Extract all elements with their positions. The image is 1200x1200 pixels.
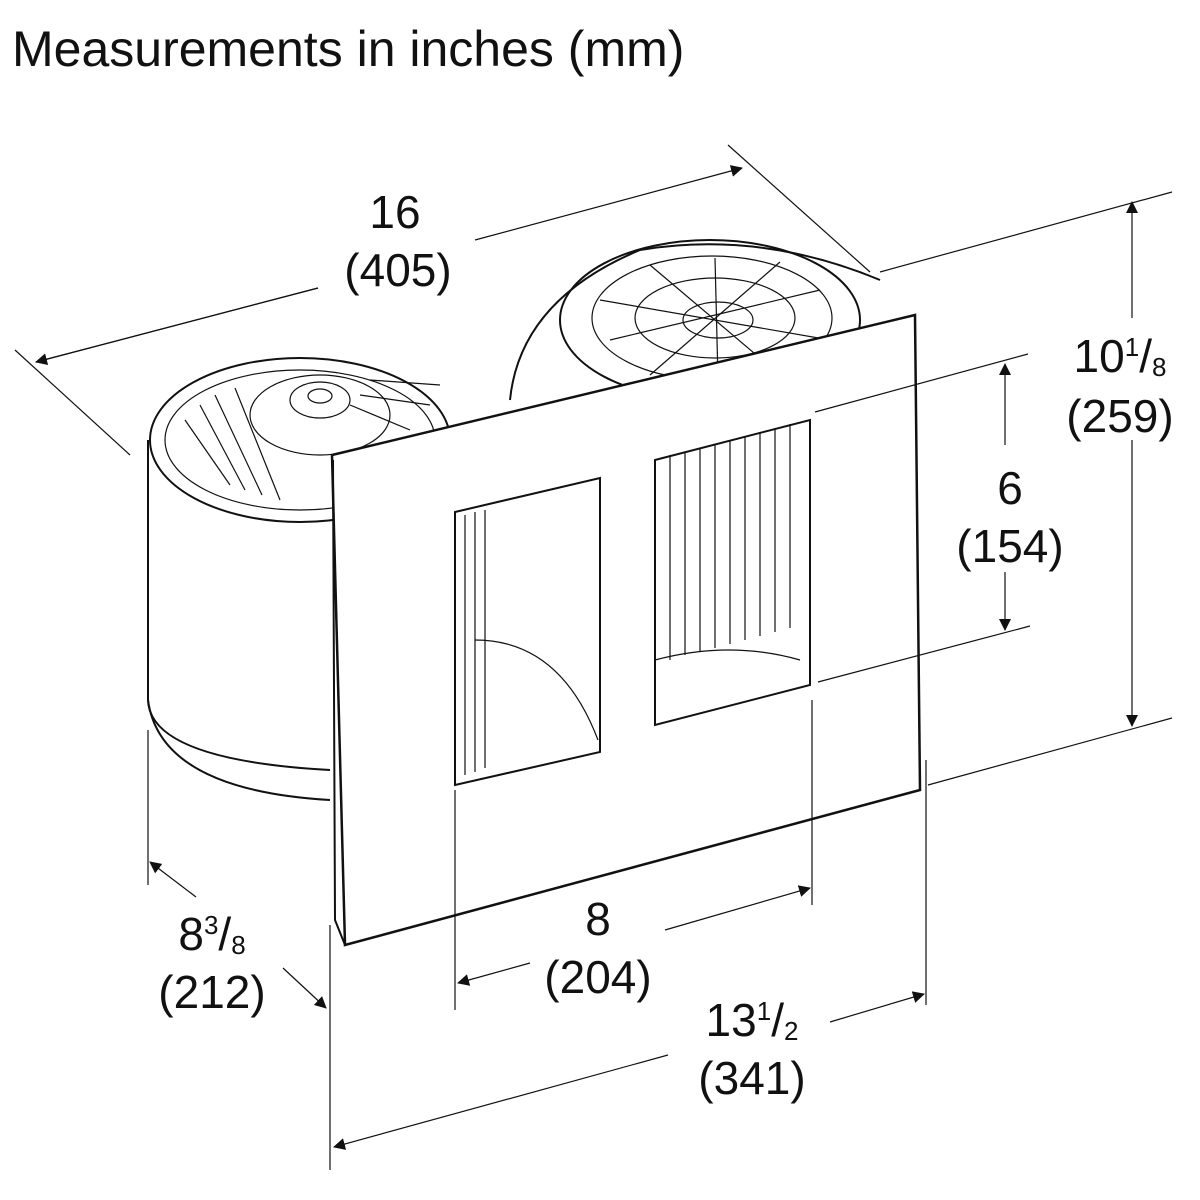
dim-side: 83/8 (212) (158, 908, 265, 1018)
svg-text:131/2: 131/2 (706, 994, 799, 1046)
front-plate (330, 313, 922, 947)
dim-side-numerator: 3 (204, 910, 218, 940)
dim-opening-width-mm: (204) (544, 951, 651, 1003)
dim-opening-width: 8 (204) (544, 893, 651, 1003)
dim-height-inches: 10 (1074, 330, 1125, 382)
dim-opening-height-mm: (154) (956, 520, 1063, 572)
dim-side-denominator: 8 (231, 930, 245, 960)
dim-height-mm: (259) (1066, 390, 1173, 442)
dim-opening-height: 6 (154) (956, 462, 1063, 572)
left-blower (147, 357, 451, 801)
page-title: Measurements in inches (mm) (12, 21, 684, 77)
right-blower (509, 239, 881, 401)
dim-opening-height-inches: 6 (997, 462, 1023, 514)
dim-width-numerator: 1 (757, 996, 771, 1026)
dim-height-denominator: 8 (1152, 352, 1166, 382)
svg-text:83/8: 83/8 (178, 908, 245, 960)
dimension-lines (14, 144, 1173, 1170)
dim-side-mm: (212) (158, 966, 265, 1018)
dim-width-denominator: 2 (784, 1016, 798, 1046)
svg-text:101/8: 101/8 (1074, 330, 1167, 382)
dim-opening-width-inches: 8 (585, 893, 611, 945)
dim-side-inches: 8 (178, 908, 204, 960)
dim-depth-mm: (405) (344, 244, 451, 296)
dim-depth: 16 (405) (344, 186, 451, 296)
dim-width: 131/2 (341) (698, 994, 805, 1104)
dim-depth-inches: 16 (369, 186, 420, 238)
dim-height-numerator: 1 (1125, 332, 1139, 362)
dim-height: 101/8 (259) (1066, 330, 1173, 442)
dim-width-inches: 13 (706, 994, 757, 1046)
dim-width-mm: (341) (698, 1052, 805, 1104)
